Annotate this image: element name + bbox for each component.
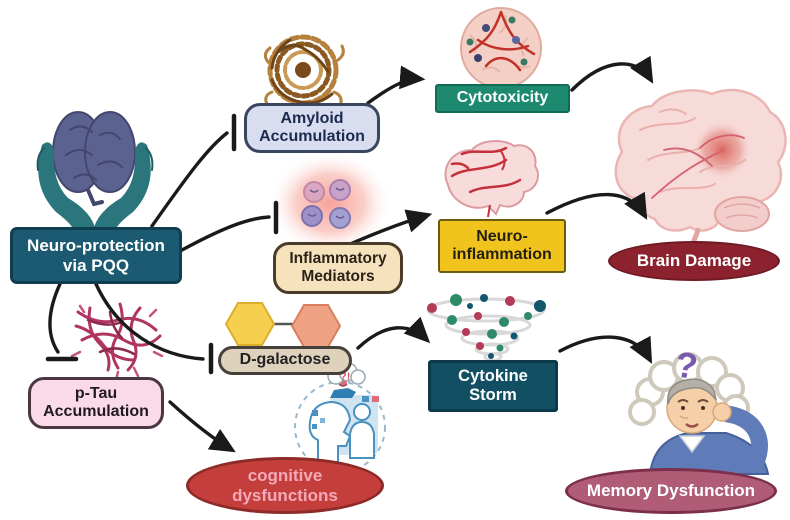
node-brain-damage: Brain Damage — [608, 241, 780, 281]
node-label: Accumulation — [43, 403, 149, 420]
node-cognitive-dysfunctions: cognitive dysfunctions — [186, 457, 384, 514]
damaged-brain-icon — [614, 88, 787, 251]
node-d-galactose: D-galactose — [218, 346, 352, 375]
node-neuroprotection-pqq: Neuro-protection via PQQ — [10, 227, 182, 284]
node-amyloid-accumulation: Amyloid Accumulation — [244, 103, 380, 153]
node-label: via PQQ — [62, 255, 130, 275]
node-label: Mediators — [301, 268, 375, 285]
node-cytotoxicity: Cytotoxicity — [435, 84, 570, 113]
arrow-cytotoxicity-brain — [570, 55, 654, 92]
node-cytokine-storm: Cytokine Storm — [428, 360, 558, 412]
arrow-ptau-cognitive — [168, 400, 236, 453]
inhibit-link-pqq-inflammatory — [180, 200, 279, 252]
cytokine-storm-spiral-icon — [426, 294, 546, 362]
node-label: Cytokine — [458, 367, 528, 386]
node-ptau-accumulation: p-Tau Accumulation — [28, 377, 164, 429]
inflammatory-cells-glow-icon — [268, 151, 392, 255]
inflamed-brain-icon — [444, 140, 539, 218]
arrow-neuroinflammation-braindamage — [545, 191, 648, 220]
node-label: cognitive — [247, 465, 323, 485]
node-inflammatory-mediators: Inflammatory Mediators — [273, 242, 403, 294]
node-label: Inflammatory — [289, 250, 387, 268]
arrow-amyloid-cytotoxicity — [366, 65, 426, 105]
inhibit-link-pqq-dgalactose — [94, 282, 214, 375]
hands-holding-brain-icon — [36, 111, 154, 231]
inhibit-link-pqq-amyloid — [150, 113, 237, 228]
d-galactose-molecule-icon — [224, 302, 342, 348]
node-label: inflammation — [452, 246, 552, 263]
node-label: Storm — [469, 386, 517, 404]
node-label: Memory Dysfunction — [586, 481, 756, 501]
node-label: Brain Damage — [636, 251, 752, 271]
confused-elderly-man-icon: ? — [628, 343, 770, 475]
node-label: p-Tau — [74, 384, 118, 402]
arrow-dgalactose-cytokine — [356, 316, 431, 350]
node-label: Cytotoxicity — [456, 89, 549, 107]
node-label: Neuro- — [476, 227, 528, 245]
node-neuroinflammation: Neuro- inflammation — [438, 219, 566, 273]
thought-cloud-glyphs: ?! — [340, 371, 350, 383]
node-label: dysfunctions — [232, 485, 338, 505]
node-label: Accumulation — [259, 128, 365, 145]
node-label: Amyloid — [280, 109, 344, 127]
inhibit-link-pqq-ptau — [45, 282, 79, 362]
node-memory-dysfunction: Memory Dysfunction — [565, 468, 777, 514]
node-label: Neuro-protection — [27, 235, 165, 255]
arrow-cytokine-memory — [558, 335, 653, 364]
node-label: D-galactose — [239, 351, 331, 369]
